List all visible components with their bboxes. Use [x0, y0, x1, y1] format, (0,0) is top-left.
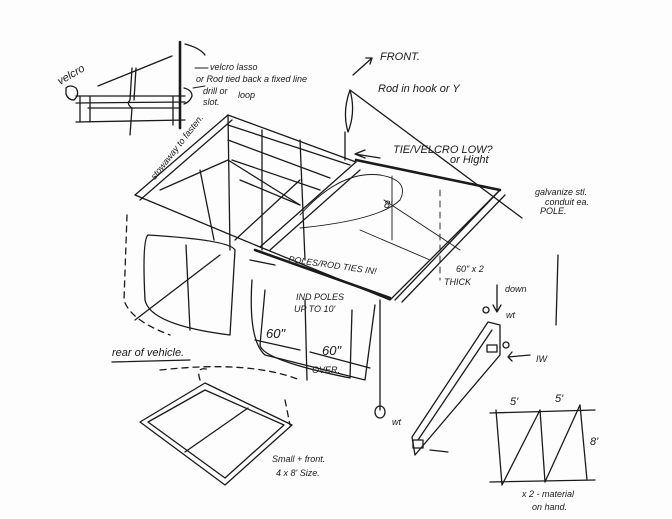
label-thick: THICK [444, 277, 472, 287]
label-velcro: velcro [56, 63, 87, 88]
label-4x8-size: 4 x 8' Size. [276, 468, 320, 478]
canopy-frame-drawing [134, 89, 523, 303]
label-rod-tied: or Rod tied back a fixed line [196, 74, 307, 84]
label-rod-hook: Rod in hook or Y [378, 83, 460, 95]
label-wt-bottom: wt [392, 417, 401, 427]
grid-dim-a: 5' [510, 396, 519, 408]
label-iw: IW [536, 354, 549, 364]
label-slot: slot. [203, 97, 220, 107]
label-velcro-lasso: velcro lasso [210, 62, 258, 72]
label-rear-of-vehicle: rear of vehicle. [112, 347, 184, 359]
grid-note-material: x 2 - material [521, 489, 575, 499]
label-poles-rod: POLES/ROD TIES IN! [288, 254, 378, 276]
bracket-drawing [411, 254, 559, 456]
label-ind-poles: IND POLES [296, 292, 344, 302]
label-tie-velcro: TIE/VELCRO LOW? [393, 144, 494, 156]
label-or-height: or Hight [450, 154, 489, 166]
label-over: OVER. [312, 365, 340, 375]
label-60-right: 60" [322, 343, 342, 358]
label-60-left: 60" [266, 326, 286, 341]
grid-dim-h: 8' [590, 436, 599, 448]
label-down: down [505, 284, 527, 294]
grid-dim-b: 5' [555, 393, 564, 405]
small-frame-drawing [139, 368, 293, 486]
label-conduit: conduit ea. [545, 197, 589, 207]
label-stowaway: stowaway to fasten. [149, 113, 206, 181]
vehicle-body-drawing [123, 214, 386, 419]
label-up-to-10: UP TO 10' [294, 304, 336, 314]
grid-drawing [489, 404, 596, 486]
grid-note-on-hand: on hand. [532, 502, 567, 512]
label-8ft: 8' [384, 199, 393, 211]
label-small-front: Small + front. [272, 454, 325, 464]
label-pole: POLE. [540, 206, 567, 216]
label-galvanize: galvanize stl. [535, 187, 587, 197]
label-60x2: 60" x 2 [456, 264, 484, 274]
inset-detail-drawing [65, 40, 209, 136]
label-front: FRONT. [380, 51, 420, 63]
label-drill: drill or [203, 86, 229, 96]
label-wt-top: wt [506, 310, 515, 320]
label-loop: loop [238, 90, 255, 100]
